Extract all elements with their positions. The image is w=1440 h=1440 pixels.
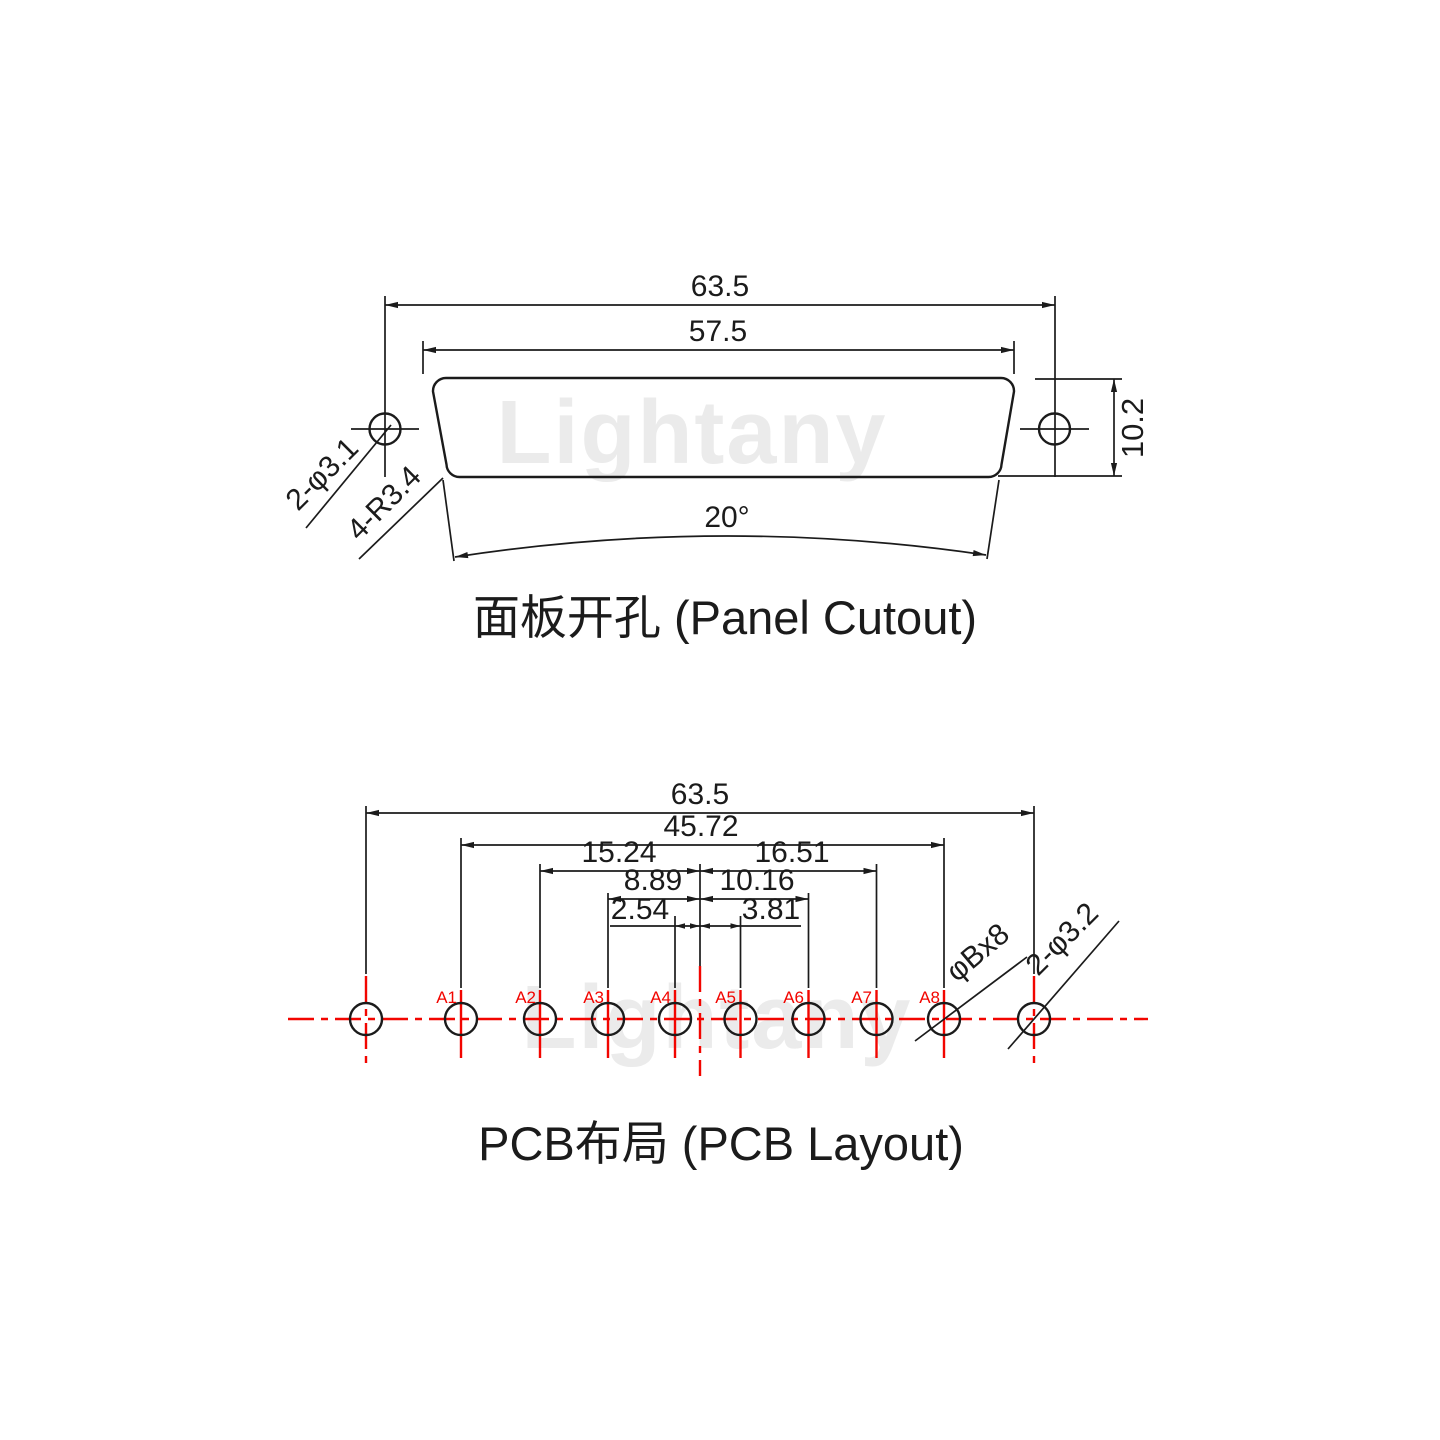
pcb-dim-a4-center: 2.54 xyxy=(610,893,700,929)
panel-leader-corner-radius: 4-R3.4 xyxy=(341,460,444,560)
pin-a4-circle xyxy=(657,1001,693,1037)
pcb-leader-pin-holes-label: φBx8 xyxy=(940,917,1016,988)
watermark-panel: Lightany xyxy=(497,383,888,483)
panel-dim-total-width: 63.5 xyxy=(385,270,1055,309)
pcb-extension-lines xyxy=(365,806,1035,988)
pin-a7-label: A7 xyxy=(851,988,872,1007)
pcb-leader-mount-holes-label: 2-φ3.2 xyxy=(1020,897,1105,982)
pcb-dim-a4-center-label: 2.54 xyxy=(611,893,669,926)
pcb-dim-mount-span-label: 63.5 xyxy=(671,778,729,811)
panel-leader-mount-holes-label: 2-φ3.1 xyxy=(280,432,365,517)
pin-a2-label: A2 xyxy=(515,988,536,1007)
panel-dim-total-width-label: 63.5 xyxy=(691,270,749,303)
pcb-leader-pin-holes: φBx8 xyxy=(914,917,1028,1042)
pcb-dim-pin-span: 45.72 xyxy=(461,810,944,849)
pcb-dim-center-a7-label: 16.51 xyxy=(754,836,829,869)
pcb-dim-center-a6: 10.16 xyxy=(700,864,809,903)
panel-dim-angle-label: 20° xyxy=(704,501,749,534)
pcb-dim-center-a6-label: 10.16 xyxy=(719,864,794,897)
pcb-dim-center-a7: 16.51 xyxy=(700,836,877,875)
pin-a4-label: A4 xyxy=(650,988,671,1007)
panel-dim-angle: 20° xyxy=(454,501,987,559)
pin-a6-label: A6 xyxy=(783,988,804,1007)
pin-a1-circle xyxy=(443,1001,479,1037)
pin-a6-circle xyxy=(791,1001,826,1037)
pin-a7-circle xyxy=(859,1001,894,1037)
panel-dim-cutout-width-label: 57.5 xyxy=(689,315,747,348)
pcb-dim-a3-center-label: 8.89 xyxy=(624,864,682,897)
pin-a1-label: A1 xyxy=(436,988,457,1007)
panel-dim-cutout-width: 57.5 xyxy=(423,315,1014,354)
pcb-dim-mount-span: 63.5 xyxy=(366,778,1034,817)
pcb-dim-pin-span-label: 45.72 xyxy=(663,810,738,843)
pin-a5-circle xyxy=(723,1001,758,1037)
pcb-centerlines xyxy=(288,966,1148,1076)
pin-a5-label: A5 xyxy=(715,988,736,1007)
pcb-dim-center-a5: 3.81 xyxy=(700,893,801,929)
pcb-dim-a2-center-label: 15.24 xyxy=(581,836,656,869)
pin-a8-circle xyxy=(926,1001,962,1037)
panel-cutout-outline xyxy=(431,376,1016,479)
pcb-dim-a2-center: 15.24 xyxy=(540,836,700,875)
pin-a3-label: A3 xyxy=(583,988,604,1007)
pcb-layout-title: PCB布局 (PCB Layout) xyxy=(478,1117,964,1170)
pcb-pin-labels: A1 A2 A3 A4 A5 A6 A7 A8 xyxy=(436,988,940,1007)
panel-dim-height: 10.2 xyxy=(1110,379,1150,476)
pcb-mounting-hole-right xyxy=(1016,1001,1052,1037)
pcb-mounting-hole-left xyxy=(348,1001,384,1037)
pcb-dim-center-a5-label: 3.81 xyxy=(742,893,800,926)
pcb-leader-mount-holes: 2-φ3.2 xyxy=(1007,897,1120,1050)
pcb-dim-a3-center: 8.89 xyxy=(608,864,700,903)
pin-a2-circle xyxy=(522,1001,558,1037)
pcb-holes xyxy=(348,1001,1052,1037)
pin-a3-circle xyxy=(590,1001,626,1037)
panel-dim-height-label: 10.2 xyxy=(1115,398,1150,458)
pin-a8-label: A8 xyxy=(919,988,940,1007)
panel-extension-lines xyxy=(384,296,1122,562)
panel-cutout-title: 面板开孔 (Panel Cutout) xyxy=(473,591,977,644)
